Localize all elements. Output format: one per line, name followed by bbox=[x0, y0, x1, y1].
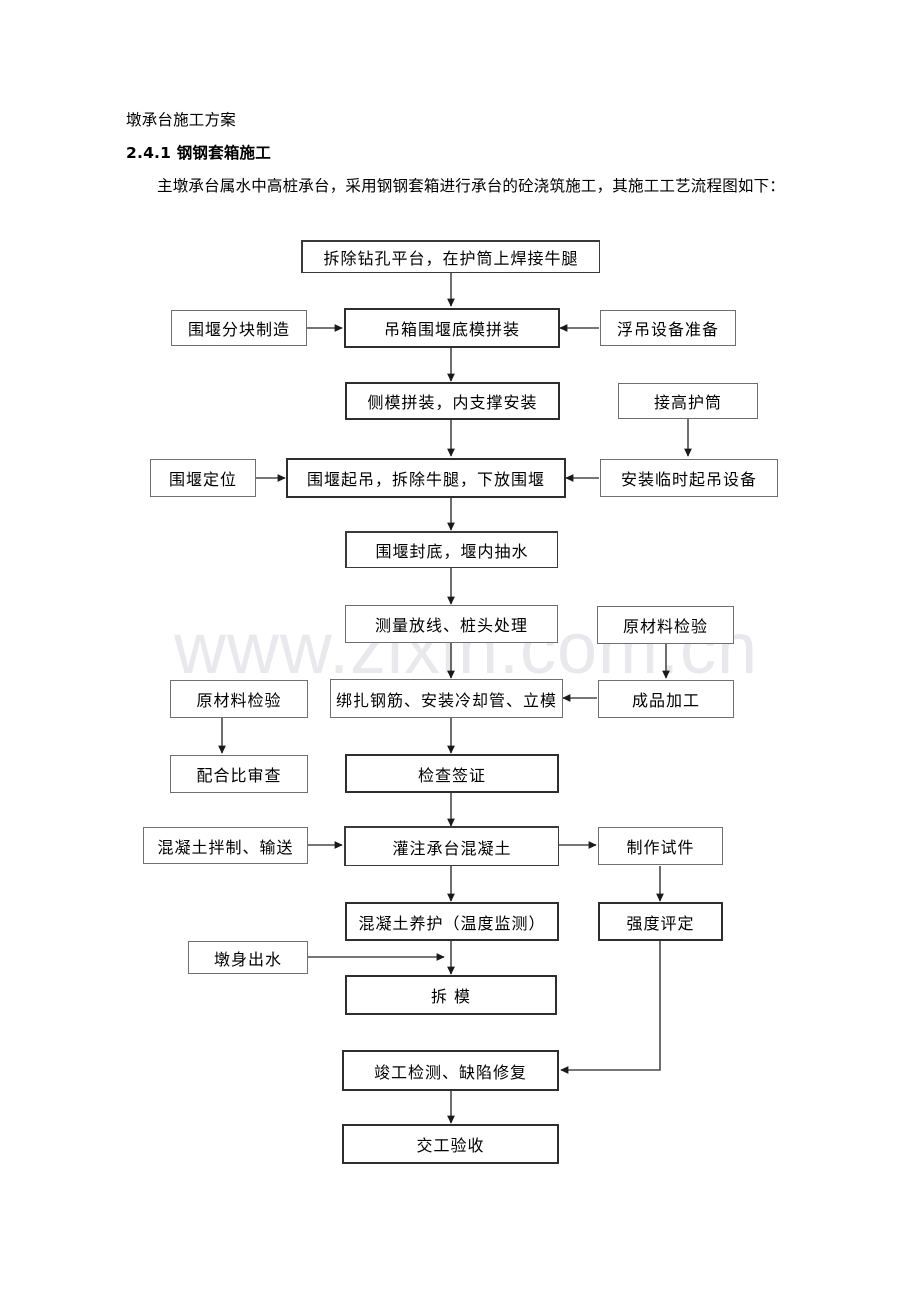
flow-node-label: 混凝土养护（温度监测） bbox=[358, 913, 546, 933]
flow-node-n08[interactable]: 围堰起吊，拆除牛腿，下放围堰 bbox=[286, 458, 566, 498]
flow-node-n11[interactable]: 测量放线、桩头处理 bbox=[345, 605, 558, 643]
document-text-block: 墩承台施工方案 2.4.1 钢钢套箱施工 主墩承台属水中高桩承台，采用钢钢套箱进… bbox=[126, 104, 806, 203]
flow-node-n17[interactable]: 检查签证 bbox=[345, 754, 559, 793]
flow-node-label: 检查签证 bbox=[417, 765, 486, 785]
flow-node-label: 原材料检验 bbox=[622, 617, 708, 636]
flow-node-n12[interactable]: 原材料检验 bbox=[597, 606, 734, 644]
flow-node-n26[interactable]: 交工验收 bbox=[342, 1124, 559, 1164]
flow-node-n15[interactable]: 成品加工 bbox=[598, 680, 734, 718]
flow-node-n10[interactable]: 围堰封底，堰内抽水 bbox=[345, 531, 558, 568]
flow-node-n06[interactable]: 接高护筒 bbox=[618, 383, 758, 419]
flow-node-n07[interactable]: 围堰定位 bbox=[150, 459, 256, 497]
flow-node-label: 原材料检验 bbox=[196, 691, 282, 710]
flow-node-label: 围堰起吊，拆除牛腿，下放围堰 bbox=[306, 470, 545, 489]
flow-node-label: 拆 模 bbox=[430, 987, 472, 1006]
flow-node-n13[interactable]: 原材料检验 bbox=[170, 680, 308, 718]
flow-node-n05[interactable]: 侧模拼装，内支撑安装 bbox=[345, 382, 560, 420]
flow-node-n20[interactable]: 制作试件 bbox=[598, 827, 723, 865]
flow-node-n03[interactable]: 吊箱围堰底模拼装 bbox=[344, 308, 560, 348]
flow-node-label: 强度评定 bbox=[626, 913, 695, 933]
flow-node-label: 浮吊设备准备 bbox=[616, 320, 719, 339]
flow-node-n22[interactable]: 强度评定 bbox=[598, 902, 723, 941]
flow-node-label: 墩身出水 bbox=[213, 949, 282, 969]
section-paragraph: 主墩承台属水中高桩承台，采用钢钢套箱进行承台的砼浇筑施工，其施工工艺流程图如下： bbox=[157, 177, 786, 195]
flow-node-n23[interactable]: 墩身出水 bbox=[188, 941, 308, 974]
flow-node-label: 围堰定位 bbox=[168, 470, 237, 489]
flow-node-label: 拆除钻孔平台，在护筒上焊接牛腿 bbox=[323, 249, 579, 268]
flow-node-n24[interactable]: 拆 模 bbox=[345, 975, 557, 1015]
flow-node-label: 侧模拼装，内支撑安装 bbox=[367, 393, 538, 412]
flow-node-label: 绑扎钢筋、安装冷却管、立模 bbox=[335, 690, 557, 710]
flow-node-label: 灌注承台混凝土 bbox=[392, 838, 512, 858]
flow-node-label: 制作试件 bbox=[626, 838, 695, 857]
flow-node-label: 吊箱围堰底模拼装 bbox=[383, 320, 520, 339]
flow-node-label: 围堰分块制造 bbox=[187, 320, 290, 339]
flow-node-label: 接高护筒 bbox=[653, 393, 722, 412]
flow-node-label: 交工验收 bbox=[416, 1136, 485, 1155]
flow-node-n02[interactable]: 围堰分块制造 bbox=[171, 310, 307, 346]
document-title: 墩承台施工方案 bbox=[126, 111, 236, 129]
flow-node-label: 安装临时起吊设备 bbox=[620, 470, 757, 489]
flow-node-label: 成品加工 bbox=[631, 691, 700, 710]
flow-node-n14[interactable]: 绑扎钢筋、安装冷却管、立模 bbox=[330, 679, 563, 718]
flow-node-n21[interactable]: 混凝土养护（温度监测） bbox=[345, 902, 559, 941]
flow-node-label: 混凝土拌制、输送 bbox=[157, 837, 294, 857]
flow-node-label: 竣工检测、缺陷修复 bbox=[373, 1062, 527, 1082]
flow-node-n01[interactable]: 拆除钻孔平台，在护筒上焊接牛腿 bbox=[301, 240, 600, 273]
flow-node-n16[interactable]: 配合比审查 bbox=[170, 755, 308, 793]
flow-node-n04[interactable]: 浮吊设备准备 bbox=[600, 310, 736, 346]
flow-node-n18[interactable]: 混凝土拌制、输送 bbox=[143, 827, 308, 864]
flow-node-label: 围堰封底，堰内抽水 bbox=[375, 542, 529, 561]
section-heading: 2.4.1 钢钢套箱施工 bbox=[126, 144, 271, 162]
flow-node-n25[interactable]: 竣工检测、缺陷修复 bbox=[342, 1050, 559, 1091]
flow-node-n19[interactable]: 灌注承台混凝土 bbox=[344, 826, 559, 866]
flow-node-label: 配合比审查 bbox=[196, 766, 282, 785]
flow-node-n09[interactable]: 安装临时起吊设备 bbox=[600, 459, 778, 497]
flow-node-label: 测量放线、桩头处理 bbox=[374, 616, 528, 635]
